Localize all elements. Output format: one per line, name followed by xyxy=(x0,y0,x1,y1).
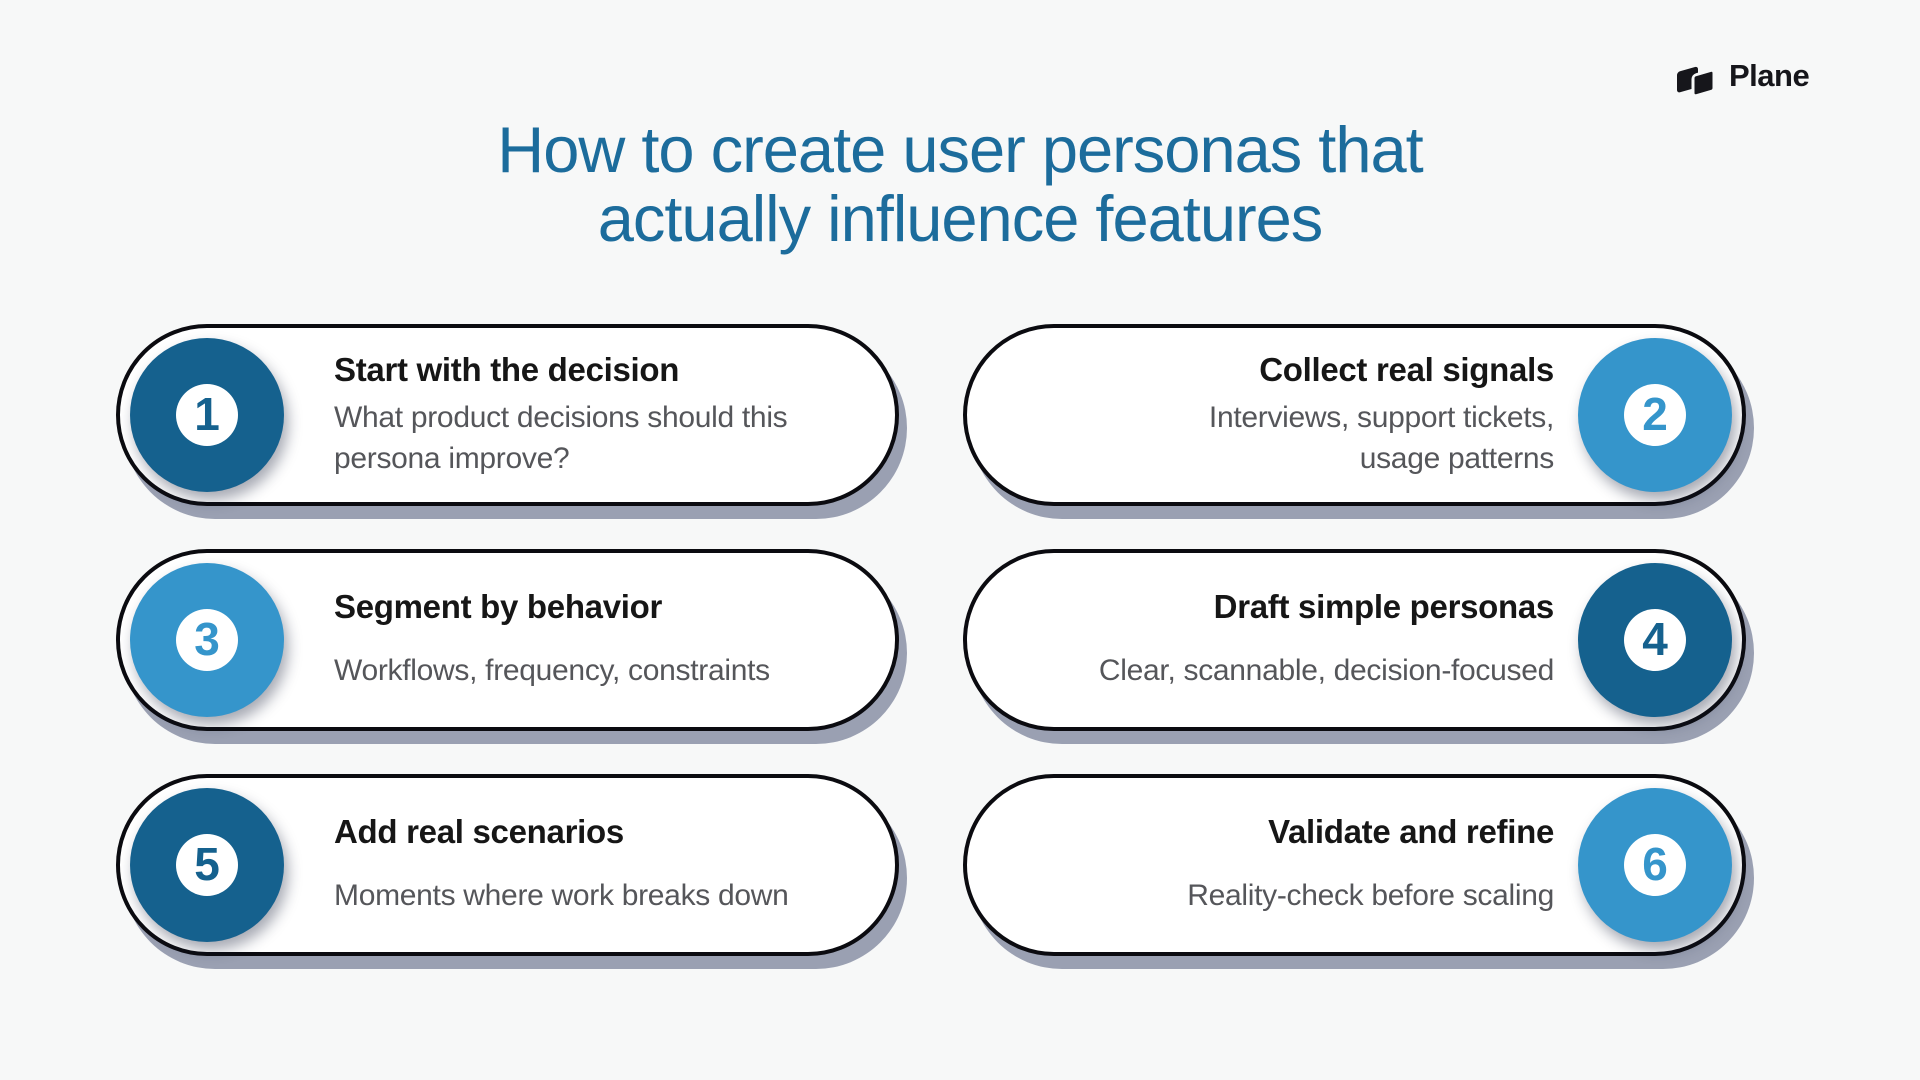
step-number-badge: 2 xyxy=(1624,384,1686,446)
step-number: 4 xyxy=(1642,613,1668,665)
step-card-5: 5 Add real scenarios Moments where work … xyxy=(116,774,899,956)
step-card-4: Draft simple personas Clear, scannable, … xyxy=(963,549,1746,731)
step-title: Segment by behavior xyxy=(334,588,663,626)
step-number-circle: 1 xyxy=(130,338,284,492)
step-subtitle-line: Clear, scannable, decision-focused xyxy=(1098,654,1554,688)
step-subtitle: Interviews, support tickets, usage patte… xyxy=(1007,397,1554,480)
step-subtitle: Clear, scannable, decision-focused xyxy=(1007,650,1554,691)
step-text: Segment by behavior Workflows, frequency… xyxy=(334,588,895,691)
step-number-badge: 1 xyxy=(176,384,238,446)
step-card-3: 3 Segment by behavior Workflows, frequen… xyxy=(116,549,899,731)
step-subtitle-line: usage patterns xyxy=(1359,441,1555,475)
step-subtitle-line: Workflows, frequency, constraints xyxy=(334,654,770,688)
step-number-badge: 3 xyxy=(176,609,238,671)
step-number-circle: 2 xyxy=(1578,338,1732,492)
step-number: 1 xyxy=(194,388,220,440)
step-subtitle-line: What product decisions should this xyxy=(334,400,788,434)
step-number-badge: 5 xyxy=(176,834,238,896)
step-subtitle-line: Reality-check before scaling xyxy=(1187,879,1554,913)
step-title: Start with the decision xyxy=(334,350,680,388)
step-subtitle: What product decisions should this perso… xyxy=(334,397,865,480)
step-number: 2 xyxy=(1642,388,1668,440)
plane-logo-icon xyxy=(1674,54,1720,98)
page-title-line2: actually influence features xyxy=(597,181,1324,255)
step-title: Draft simple personas xyxy=(1213,588,1555,626)
step-card-2: Collect real signals Interviews, support… xyxy=(963,324,1746,506)
page-title: How to create user personas that actuall… xyxy=(0,113,1920,255)
step-number-badge: 4 xyxy=(1624,609,1686,671)
step-subtitle-line: persona improve? xyxy=(334,441,570,475)
step-title: Validate and refine xyxy=(1268,813,1554,851)
step-card-6: Validate and refine Reality-check before… xyxy=(963,774,1746,956)
step-number-circle: 3 xyxy=(130,563,284,717)
step-card-1: 1 Start with the decision What product d… xyxy=(116,324,899,506)
step-text: Start with the decision What product dec… xyxy=(334,351,895,480)
step-title: Add real scenarios xyxy=(334,813,624,851)
step-subtitle: Moments where work breaks down xyxy=(334,875,865,916)
step-text: Validate and refine Reality-check before… xyxy=(967,813,1554,916)
step-number-circle: 5 xyxy=(130,788,284,942)
step-subtitle: Workflows, frequency, constraints xyxy=(334,650,865,691)
step-subtitle-line: Moments where work breaks down xyxy=(334,879,789,913)
step-title: Collect real signals xyxy=(1259,350,1554,388)
step-number: 6 xyxy=(1642,838,1668,890)
step-text: Add real scenarios Moments where work br… xyxy=(334,813,895,916)
step-number: 5 xyxy=(194,838,220,890)
step-number-badge: 6 xyxy=(1624,834,1686,896)
step-subtitle: Reality-check before scaling xyxy=(1007,875,1554,916)
step-number: 3 xyxy=(194,613,220,665)
brand-name: Plane xyxy=(1729,58,1810,93)
page-title-line1: How to create user personas that xyxy=(497,113,1423,186)
plane-logo: Plane xyxy=(1674,54,1810,98)
step-number-circle: 6 xyxy=(1578,788,1732,942)
step-subtitle-line: Interviews, support tickets, xyxy=(1208,400,1554,434)
step-text: Collect real signals Interviews, support… xyxy=(967,351,1554,480)
step-number-circle: 4 xyxy=(1578,563,1732,717)
step-text: Draft simple personas Clear, scannable, … xyxy=(967,588,1554,691)
